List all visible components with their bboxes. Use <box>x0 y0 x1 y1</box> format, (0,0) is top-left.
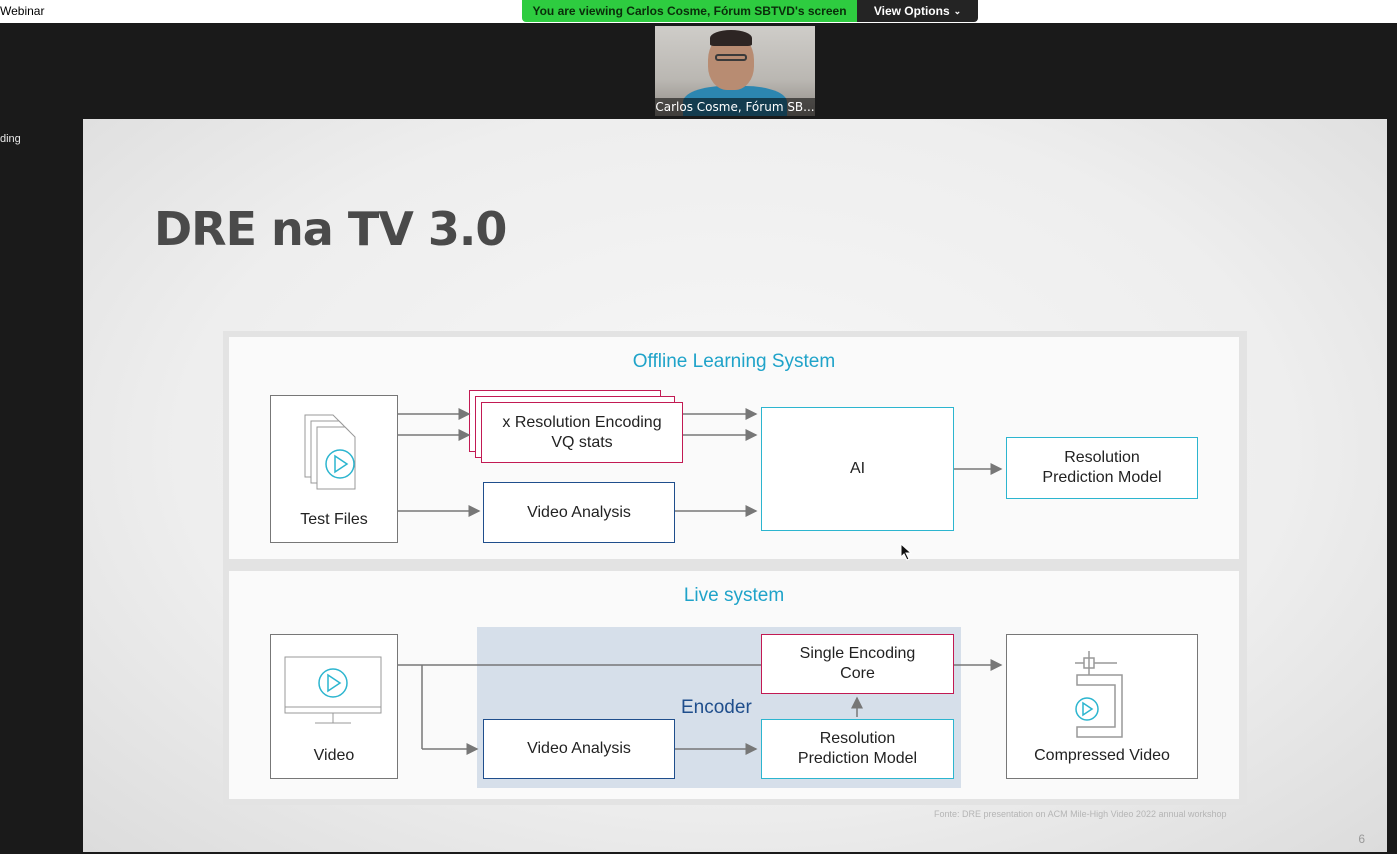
offline-video-analysis-label: Video Analysis <box>527 503 631 521</box>
live-model-line1: Resolution <box>819 730 896 747</box>
slide-page-number: 6 <box>1358 832 1365 846</box>
participant-name: Carlos Cosme, Fórum SB... <box>655 98 815 116</box>
test-files-label: Test Files <box>300 511 368 528</box>
clamp-icon <box>1075 651 1123 738</box>
side-panel-text: ding <box>0 133 21 145</box>
share-status-text: You are viewing Carlos Cosme, Fórum SBTV… <box>522 0 857 22</box>
ai-label: AI <box>849 460 866 477</box>
offline-arrows <box>398 408 1003 517</box>
encoding-stats-box: x Resolution Encoding VQ stats <box>481 402 683 463</box>
offline-video-analysis-box: Video Analysis <box>483 482 675 543</box>
encoder-label: Encoder <box>681 697 752 718</box>
participant-video-thumbnail[interactable]: Carlos Cosme, Fórum SB... <box>655 26 815 116</box>
dre-diagram: Offline Learning System Test Files x Res… <box>223 331 1247 805</box>
view-options-button[interactable]: View Options ⌄ <box>857 0 978 22</box>
slide-title: DRE na TV 3.0 <box>154 202 507 256</box>
single-encoding-core-box: Single Encoding Core <box>761 634 954 694</box>
participant-hair <box>710 30 752 46</box>
compressed-video-box: Compressed Video <box>1006 634 1198 779</box>
live-video-analysis-label: Video Analysis <box>527 740 631 757</box>
live-video-analysis-box: Video Analysis <box>483 719 675 779</box>
compressed-video-label: Compressed Video <box>1034 747 1170 764</box>
slide-source-note: Fonte: DRE presentation on ACM Mile-High… <box>934 809 1227 819</box>
screen-share-banner: You are viewing Carlos Cosme, Fórum SBTV… <box>522 0 978 22</box>
mouse-cursor-icon <box>900 543 913 561</box>
chevron-down-icon: ⌄ <box>953 5 962 16</box>
encoding-stats-line1: x Resolution Encoding <box>502 413 662 431</box>
participant-glasses <box>715 54 747 61</box>
offline-learning-panel: Offline Learning System Test Files x Res… <box>229 337 1239 559</box>
ai-box: AI <box>761 407 954 531</box>
live-panel-title: Live system <box>683 585 785 606</box>
view-options-label: View Options <box>873 4 950 18</box>
live-video-label: Video <box>313 747 355 764</box>
live-model-box: Resolution Prediction Model <box>761 719 954 779</box>
monitor-icon <box>284 656 382 724</box>
test-files-icon <box>304 414 356 490</box>
offline-model-line1: Resolution <box>1064 449 1140 466</box>
live-model-line2: Prediction Model <box>797 750 918 767</box>
offline-panel-title: Offline Learning System <box>632 351 836 372</box>
core-line2: Core <box>840 665 875 682</box>
offline-model-line2: Prediction Model <box>1042 469 1162 486</box>
live-diagram-graphics <box>284 651 1123 755</box>
encoding-stats-line2: VQ stats <box>551 433 613 451</box>
offline-model-box: Resolution Prediction Model <box>1006 437 1198 499</box>
core-line1: Single Encoding <box>799 645 916 662</box>
shared-slide: DRE na TV 3.0 Offline Learning System Te… <box>83 119 1387 852</box>
window-title: Webinar <box>0 4 45 18</box>
live-system-panel: Live system Encoder Video Single Encodin… <box>229 571 1239 799</box>
